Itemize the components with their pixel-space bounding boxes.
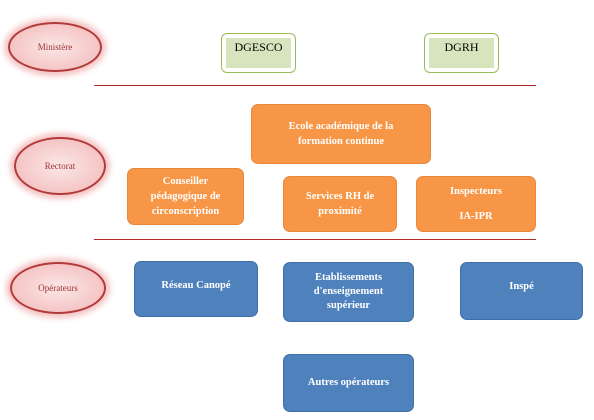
- level-operateurs-label: Opérateurs: [38, 283, 78, 293]
- node-reseau-canope: Réseau Canopé: [134, 261, 258, 317]
- level-ministere: Ministère: [8, 22, 102, 72]
- node-ecole-academique: Ecole académique de la formation continu…: [251, 104, 431, 164]
- level-rectorat: Rectorat: [14, 137, 106, 195]
- node-ecole-academique-label: Ecole académique de la formation continu…: [288, 120, 394, 147]
- node-services-rh-label: Services RH de proximité: [305, 190, 375, 217]
- node-ia-ipr-label: IA-IPR: [459, 210, 493, 222]
- node-conseiller-pedagogique-label: Conseiller pédagogique de circonscriptio…: [150, 175, 221, 218]
- level-operateurs: Opérateurs: [10, 262, 106, 314]
- node-services-rh: Services RH de proximité: [283, 176, 397, 232]
- node-dgesco-label: DGESCO: [226, 38, 291, 68]
- node-autres-operateurs-label: Autres opérateurs: [307, 377, 390, 389]
- node-inspe-label: Inspé: [509, 281, 534, 292]
- level-rectorat-label: Rectorat: [44, 161, 76, 171]
- node-dgrh-label: DGRH: [429, 38, 494, 68]
- node-inspecteurs-label: Inspecteurs: [450, 186, 502, 198]
- node-reseau-canope-label: Réseau Canopé: [161, 280, 231, 291]
- node-etablissements-label: Etablissements d'enseignement supérieur: [313, 271, 384, 312]
- node-conseiller-pedagogique: Conseiller pédagogique de circonscriptio…: [127, 168, 244, 225]
- node-autres-operateurs: Autres opérateurs: [283, 354, 414, 412]
- level-ministere-label: Ministère: [37, 42, 73, 52]
- node-inspe: Inspé: [460, 262, 583, 320]
- node-inspecteurs: Inspecteurs IA-IPR: [416, 176, 536, 232]
- divider-ministere-rectorat: [94, 85, 536, 86]
- node-dgesco: DGESCO: [221, 33, 296, 73]
- node-etablissements: Etablissements d'enseignement supérieur: [283, 262, 414, 322]
- divider-rectorat-operateurs: [94, 239, 536, 240]
- node-dgrh: DGRH: [424, 33, 499, 73]
